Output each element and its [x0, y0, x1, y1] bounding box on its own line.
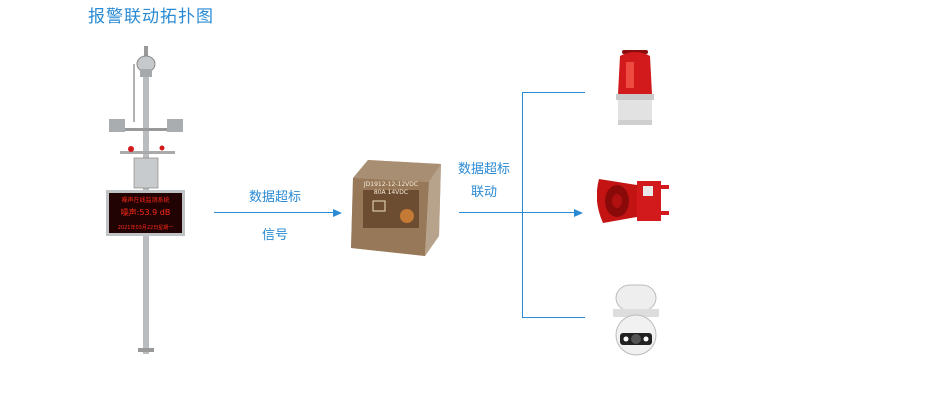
display-line1: 噪声在线监测系统	[121, 196, 169, 204]
link1-top-label: 数据超标	[248, 190, 302, 205]
branch-line	[522, 317, 585, 318]
branch-line	[522, 92, 523, 318]
relay-image: JD1912-12-12VDC 80A 14VDC	[343, 156, 443, 264]
strobe-beacon-icon	[612, 48, 658, 132]
page-title: 报警联动拓扑图	[88, 7, 214, 27]
branch-line	[522, 92, 585, 93]
link2-bottom-label: 联动	[470, 185, 498, 200]
arrow-head-icon	[574, 209, 583, 217]
display-line3: 2021年03月22日星期一	[118, 224, 173, 231]
arrow-line	[214, 212, 334, 213]
noise-monitor-pole: 噪声在线监测系统 噪声:53.9 dB 2021年03月22日星期一	[100, 42, 195, 361]
link2-top-label: 数据超标	[457, 162, 511, 177]
relay-label-1: JD1912-12-12VDC	[363, 181, 418, 188]
dome-camera-icon	[608, 283, 664, 361]
display-line2: 噪声:53.9 dB	[121, 207, 171, 217]
link1-bottom-label: 信号	[261, 228, 289, 243]
relay-label-2: 80A 14VDC	[374, 189, 408, 196]
arrow-line	[459, 212, 575, 213]
arrow-head-icon	[333, 209, 342, 217]
alarm-siren-icon	[596, 175, 671, 231]
